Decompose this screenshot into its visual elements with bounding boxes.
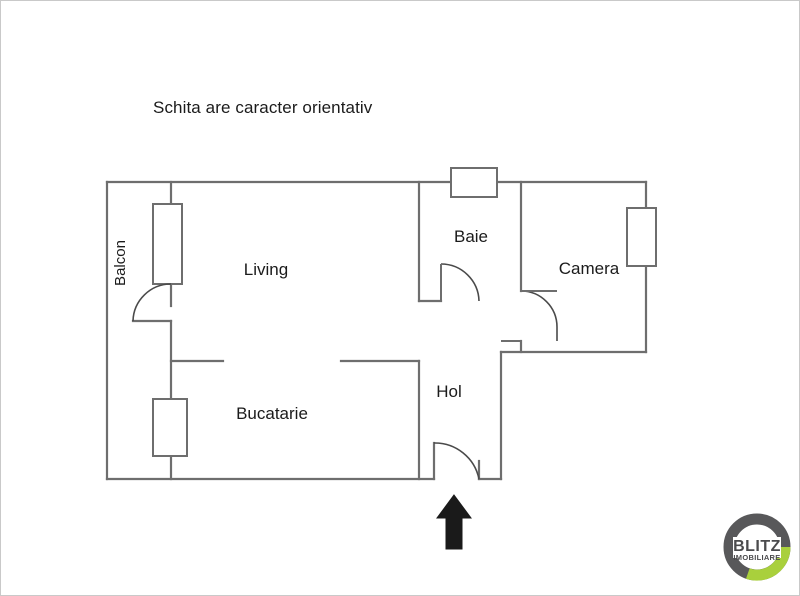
window-balcony: [152, 203, 183, 285]
door-bathroom: [440, 263, 480, 302]
room-label-living: Living: [244, 260, 288, 279]
window-bedroom: [626, 207, 657, 267]
doors-group: [132, 263, 558, 480]
blitz-imobiliare-logo: BLITZ IMOBILIARE: [723, 513, 791, 581]
windows-group: [152, 167, 657, 457]
logo-ring-accent: [745, 546, 791, 581]
door-entrance: [433, 442, 480, 480]
window-kitchen: [152, 398, 188, 457]
door-bedroom: [520, 290, 558, 328]
room-label-balcon: Balcon: [112, 240, 129, 286]
window-bathroom: [450, 167, 498, 198]
logo-plate: [733, 537, 781, 558]
door-jambs-group: [440, 264, 558, 342]
room-label-bucatarie: Bucatarie: [236, 404, 308, 423]
logo-brand-text: BLITZ: [733, 538, 781, 555]
door-balcony: [132, 283, 172, 322]
room-label-camera: Camera: [559, 259, 620, 278]
logo-tagline-text: IMOBILIARE: [733, 553, 780, 562]
entrance-arrow-icon: [436, 494, 472, 550]
walls-group: [105, 180, 648, 481]
room-labels-group: Balcon Living Baie Camera Bucatarie Hol: [112, 227, 620, 423]
room-label-hol: Hol: [436, 382, 462, 401]
room-label-baie: Baie: [454, 227, 488, 246]
page-title: Schita are caracter orientativ: [153, 98, 373, 117]
